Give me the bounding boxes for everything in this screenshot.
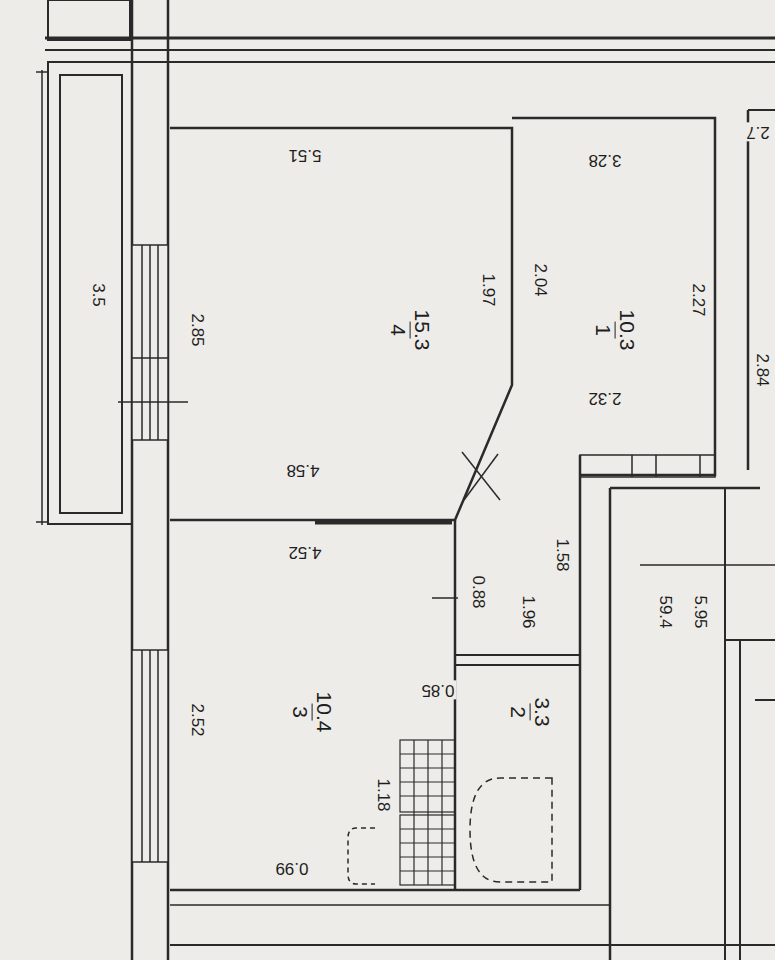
room-outline [170,128,512,520]
dimension-label: 0.88 [469,573,488,610]
balcony [60,75,122,513]
room-area: 15.3 [411,307,434,354]
door-symbol [462,452,500,500]
wall [725,639,775,641]
room-area: 10.3 [616,307,639,354]
room-label: 23.3 [501,689,559,735]
dimension-label: 1.58 [553,536,572,573]
dimension-label: 2.32 [586,389,623,408]
room-fraction: 23.3 [506,694,553,729]
dimension-line [640,564,775,566]
wall [579,455,582,890]
wall [48,0,130,40]
wall [724,488,726,960]
room-number: 1 [591,321,615,339]
wall [610,487,760,490]
wall [580,455,715,477]
walls [36,0,775,960]
room-number: 2 [506,703,530,721]
wall [739,640,741,960]
room-number: 3 [288,703,312,721]
room-fraction: 310.4 [288,689,335,736]
dimension-label: 2.85 [188,311,207,348]
balcony [48,62,132,524]
wall [315,520,452,525]
room-outline [512,118,715,475]
dimension-label: 1.18 [374,776,393,813]
dimension-label: 5.95 [691,593,710,630]
room-label: 110.3 [586,302,644,359]
wall [455,654,580,656]
dimension-tick [36,521,48,523]
wall [455,664,580,666]
wall [747,110,750,470]
dimension-label: 1.97 [479,271,498,308]
window [118,245,188,862]
dimension-tick [36,71,48,73]
dimension-label: 2.27 [689,281,708,318]
dimension-label: 2.52 [188,701,207,738]
room-label: 310.4 [283,684,341,741]
bathtub [470,778,552,882]
wall [655,455,657,477]
sink-symbol [348,828,375,884]
wall [170,904,610,906]
dimension-label: 4.58 [284,461,321,480]
wall [170,889,580,892]
wall [170,944,775,946]
wall [748,109,775,111]
wall [699,455,701,477]
dimension-label: 0.85 [419,681,456,700]
room-area: 3.3 [531,694,554,729]
dimension-tick [432,597,458,599]
room-label: 415.3 [381,302,439,359]
room-fraction: 415.3 [386,307,433,354]
wall [609,488,612,960]
dimension-label: 2.84 [753,351,772,388]
wall [631,455,633,477]
dimension-label: 5.51 [286,146,323,165]
dimension-label: 2.7 [744,123,772,142]
dimension-label: 1.96 [519,593,538,630]
dimension-label: 3.5 [89,281,108,309]
dimension-line [41,70,43,525]
wall [45,37,775,40]
wall [130,61,775,63]
room-number: 4 [386,321,410,339]
door-symbol [464,454,498,500]
dimension-label: 4.52 [286,543,323,562]
dimension-label: 59.4 [656,593,675,630]
room-area: 10.4 [313,689,336,736]
dimension-label: 3.28 [586,151,623,170]
room-fraction: 110.3 [591,307,638,354]
dimension-label: 0.99 [273,859,310,878]
wall [755,699,775,701]
dimension-label: 2.04 [531,261,550,298]
wall [45,49,775,51]
tile-block [400,740,455,885]
